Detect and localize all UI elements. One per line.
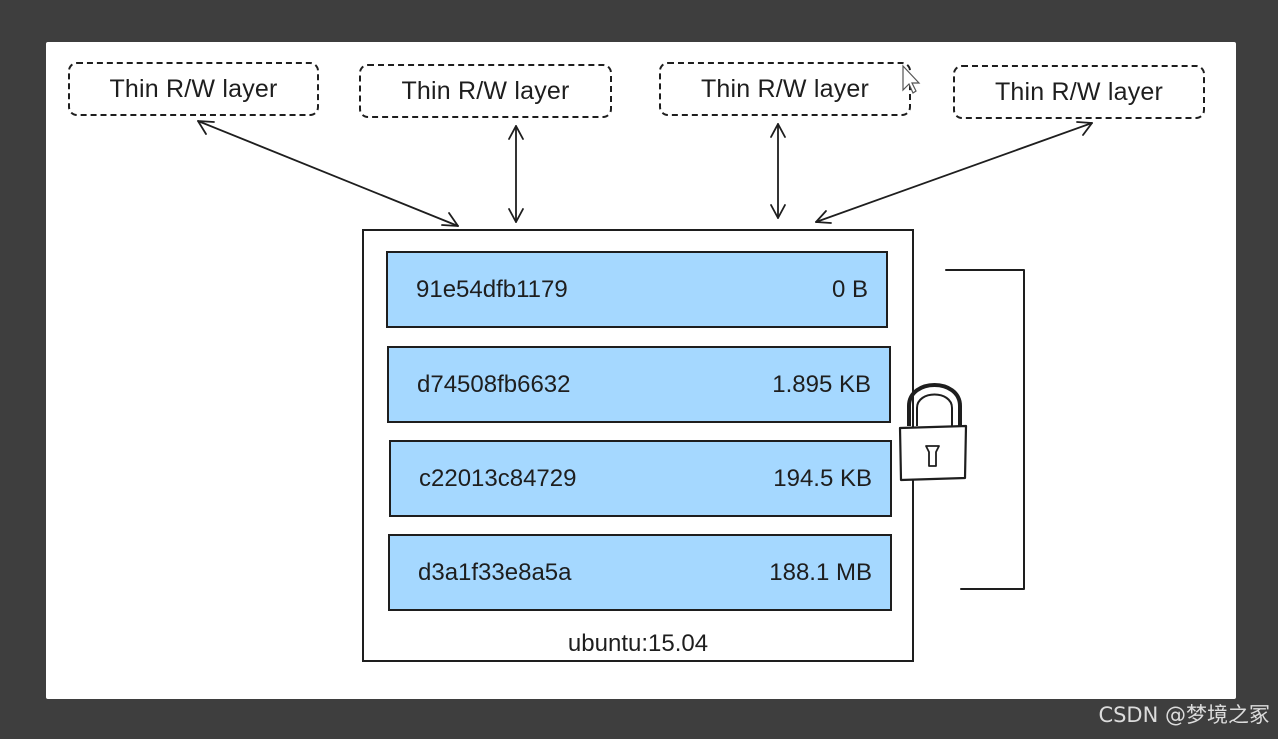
watermark: CSDN @梦境之冢 <box>1098 703 1270 727</box>
container-rw-layer-1: Thin R/W layer <box>68 62 319 116</box>
diagram-canvas: Thin R/W layer Thin R/W layer Thin R/W l… <box>46 42 1236 699</box>
layer-id: d74508fb6632 <box>417 370 571 398</box>
layer-id: c22013c84729 <box>419 464 577 492</box>
layer-id: d3a1f33e8a5a <box>418 558 572 586</box>
image-layer-3: c22013c84729 194.5 KB <box>389 440 892 517</box>
container-rw-layer-3: Thin R/W layer <box>659 62 911 116</box>
layer-id: 91e54dfb1179 <box>416 275 568 303</box>
image-layer-4: d3a1f33e8a5a 188.1 MB <box>388 534 892 611</box>
container-rw-layer-4: Thin R/W layer <box>953 65 1205 119</box>
image-layer-2: d74508fb6632 1.895 KB <box>387 346 891 423</box>
layer-size: 1.895 KB <box>772 370 871 398</box>
container-rw-layer-2: Thin R/W layer <box>359 64 612 118</box>
rw-layer-label: Thin R/W layer <box>401 76 570 105</box>
rw-layer-label: Thin R/W layer <box>109 74 278 103</box>
layer-size: 194.5 KB <box>773 464 872 492</box>
image-layer-1: 91e54dfb1179 0 B <box>386 251 888 328</box>
layer-size: 0 B <box>831 275 868 303</box>
rw-layer-label: Thin R/W layer <box>994 77 1164 106</box>
image-container: 91e54dfb1179 0 B d74508fb6632 1.895 KB c… <box>362 229 914 662</box>
rw-layer-label: Thin R/W layer <box>700 74 870 103</box>
layer-size: 188.1 MB <box>769 558 872 586</box>
